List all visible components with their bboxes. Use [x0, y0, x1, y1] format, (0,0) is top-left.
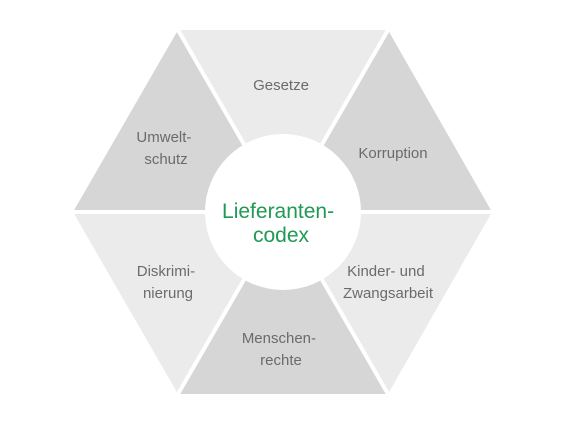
label-kinder-zwangsarbeit: Kinder- und Zwangsarbeit	[343, 263, 434, 302]
label-line: Menschen-	[242, 330, 316, 347]
center-title: Lieferanten- codex	[222, 200, 340, 247]
label-line: schutz	[144, 151, 187, 168]
label-line: Zwangsarbeit	[343, 285, 434, 302]
label-diskriminierung: Diskrimi- nierung	[137, 263, 200, 302]
segment-gesetze	[178, 30, 388, 212]
label-umweltschutz: Umwelt- schutz	[136, 129, 195, 168]
label-line: Korruption	[358, 145, 427, 162]
center-title-line: Lieferanten-	[222, 200, 334, 223]
label-korruption: Korruption	[358, 145, 427, 162]
label-line: rechte	[260, 352, 302, 369]
label-line: Gesetze	[253, 77, 309, 94]
label-menschenrechte: Menschen- rechte	[242, 330, 320, 369]
label-line: nierung	[143, 285, 193, 302]
label-line: Umwelt-	[136, 129, 191, 146]
label-line: Kinder- und	[347, 263, 425, 280]
label-gesetze: Gesetze	[253, 77, 309, 94]
segment-menschenrechte	[178, 212, 388, 394]
segment-labels: Gesetze Korruption Kinder- und Zwangsarb…	[136, 77, 433, 369]
label-line: Diskrimi-	[137, 263, 195, 280]
center-circle	[205, 134, 361, 290]
center-title-line: codex	[253, 224, 310, 247]
